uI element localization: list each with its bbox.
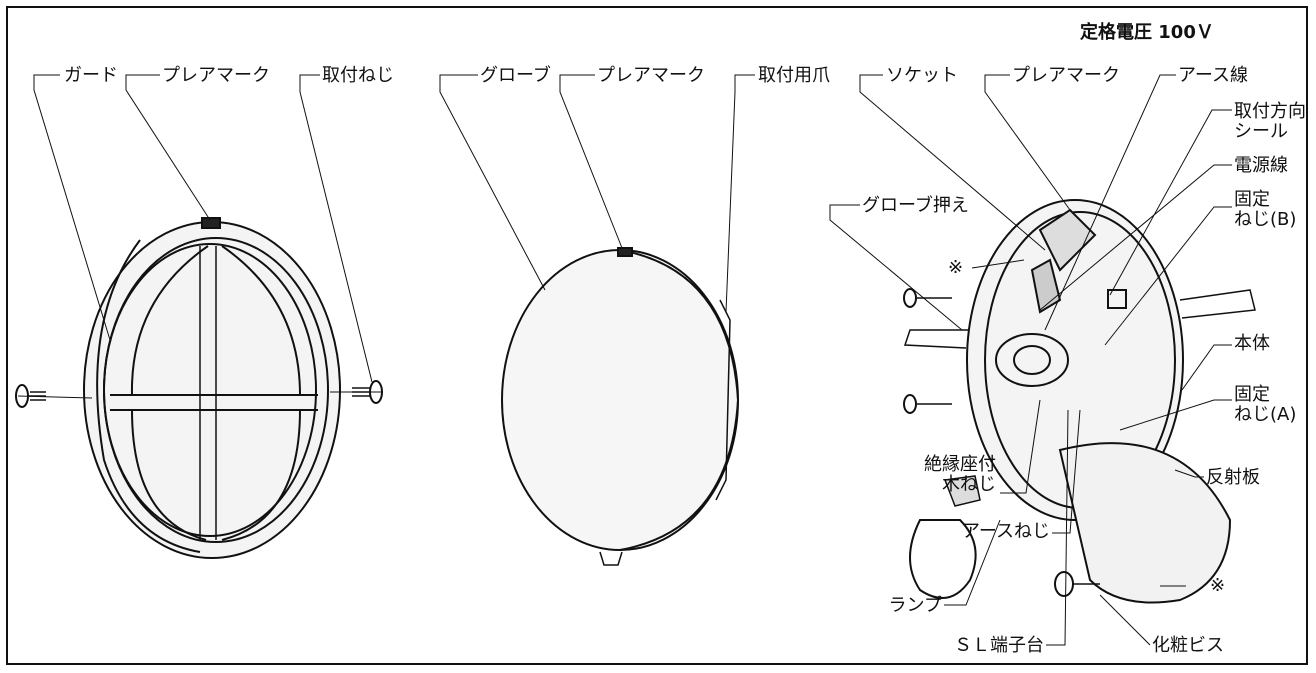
- body-drawing: [903, 199, 1256, 521]
- label-power-wire: 電源線: [1234, 155, 1288, 176]
- label-direction-seal: 取付方向 シール: [1234, 101, 1306, 142]
- globe-drawing: [501, 247, 740, 566]
- label-lamp: ランプ: [888, 595, 942, 616]
- label-sl-terminal: ＳＬ端子台: [954, 635, 1044, 656]
- label-insulated-wood-screw: 絶縁座付 木ねじ: [924, 454, 996, 495]
- label-socket: ソケット: [886, 65, 958, 86]
- label-globe: グローブ: [480, 65, 551, 86]
- label-fix-screw-b: 固定 ねじ(B): [1234, 189, 1297, 230]
- leader-lines: [17, 74, 1232, 646]
- label-globe-holder: グローブ押え: [862, 195, 969, 216]
- lamp-drawing: [909, 475, 981, 599]
- label-guard: ガード: [64, 65, 118, 86]
- label-body-plea-mark: プレアマーク: [1012, 65, 1120, 86]
- diagram-frame: [6, 6, 1308, 665]
- label-fix-screw-a: 固定 ねじ(A): [1234, 384, 1297, 425]
- label-mount-screw: 取付ねじ: [322, 65, 394, 86]
- label-mount-claw: 取付用爪: [758, 65, 830, 86]
- cosmetic-screw-drawing: [1054, 571, 1100, 597]
- label-asterisk-bottom: ※: [1210, 575, 1226, 596]
- label-globe-plea-mark: プレアマーク: [597, 65, 705, 86]
- label-reflector: 反射板: [1206, 467, 1260, 488]
- label-cosmetic-screw: 化粧ビス: [1152, 635, 1224, 656]
- body-screw-upper: [903, 288, 952, 308]
- label-earth-wire: アース線: [1178, 65, 1249, 86]
- label-earth-screw: アースねじ: [961, 521, 1050, 542]
- body-screw-lower: [903, 394, 952, 414]
- label-guard-plea-mark: プレアマーク: [162, 65, 270, 86]
- reflector-drawing: [1058, 442, 1232, 604]
- label-main-body: 本体: [1234, 333, 1270, 354]
- label-asterisk-top: ※: [948, 257, 964, 278]
- guard-drawing: [83, 217, 341, 559]
- voltage-rating: 定格電圧 100Ｖ: [1080, 22, 1214, 43]
